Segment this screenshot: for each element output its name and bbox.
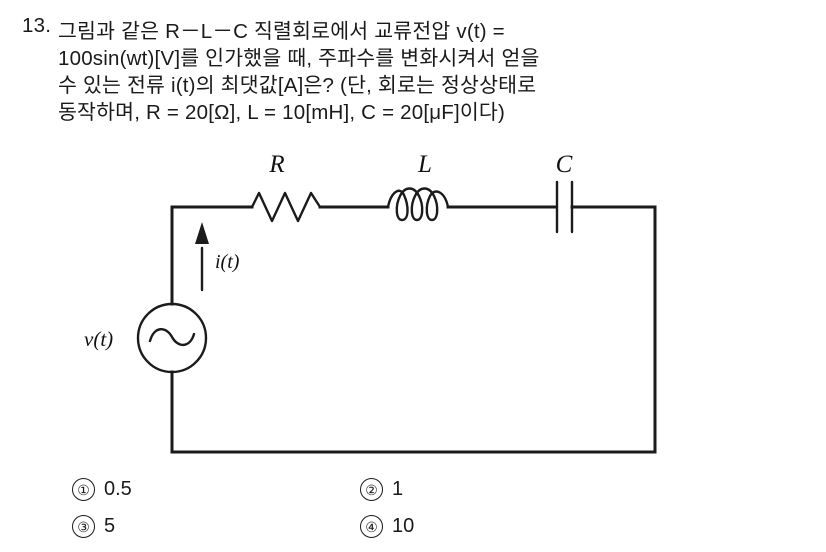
question-line-1: 그림과 같은 R－L－C 직렬회로에서 교류전압 v(t) = [58, 20, 505, 43]
question-line-3: 수 있는 전류 i(t)의 최댓값[A]은? (단, 회로는 정상상태로 [58, 74, 537, 97]
choice-4[interactable]: ④ 10 [360, 515, 414, 538]
sine-wave-icon [148, 328, 196, 347]
question-number: 13. [22, 14, 52, 37]
inductor-label: L [417, 151, 432, 178]
choice-3-marker: ③ [72, 515, 95, 538]
choice-3[interactable]: ③ 5 [72, 515, 115, 538]
choice-4-label: 10 [392, 515, 415, 537]
choice-4-marker: ④ [360, 515, 383, 538]
ac-source-symbol [136, 302, 208, 374]
current-label: i(t) [215, 251, 240, 273]
resistor-symbol [250, 191, 322, 223]
choice-2-marker: ② [360, 478, 383, 501]
question-line-4: 동작하며, R = 20[Ω], L = 10[mH], C = 20[μF]이… [58, 101, 506, 124]
choice-2-label: 1 [392, 478, 404, 500]
choice-1[interactable]: ① 0.5 [72, 478, 132, 501]
resistor-label: R [268, 151, 284, 178]
circuit-diagram: R L C v(t) i(t) [0, 140, 826, 470]
circuit-svg: R L C v(t) i(t) [84, 151, 657, 454]
choice-1-label: 0.5 [104, 478, 132, 500]
choice-3-label: 5 [104, 515, 116, 537]
inductor-symbol [386, 187, 450, 222]
choice-2[interactable]: ② 1 [360, 478, 403, 501]
answer-choices: ① 0.5 ② 1 ③ 5 ④ 10 [0, 478, 826, 552]
source-label: v(t) [84, 327, 113, 351]
choice-1-marker: ① [72, 478, 95, 501]
question-line-2: 100sin(wt)[V]를 인가했을 때, 주파수를 변화시켜서 얻을 [58, 47, 540, 70]
capacitor-label: C [556, 151, 573, 178]
current-arrow-head [195, 222, 209, 244]
